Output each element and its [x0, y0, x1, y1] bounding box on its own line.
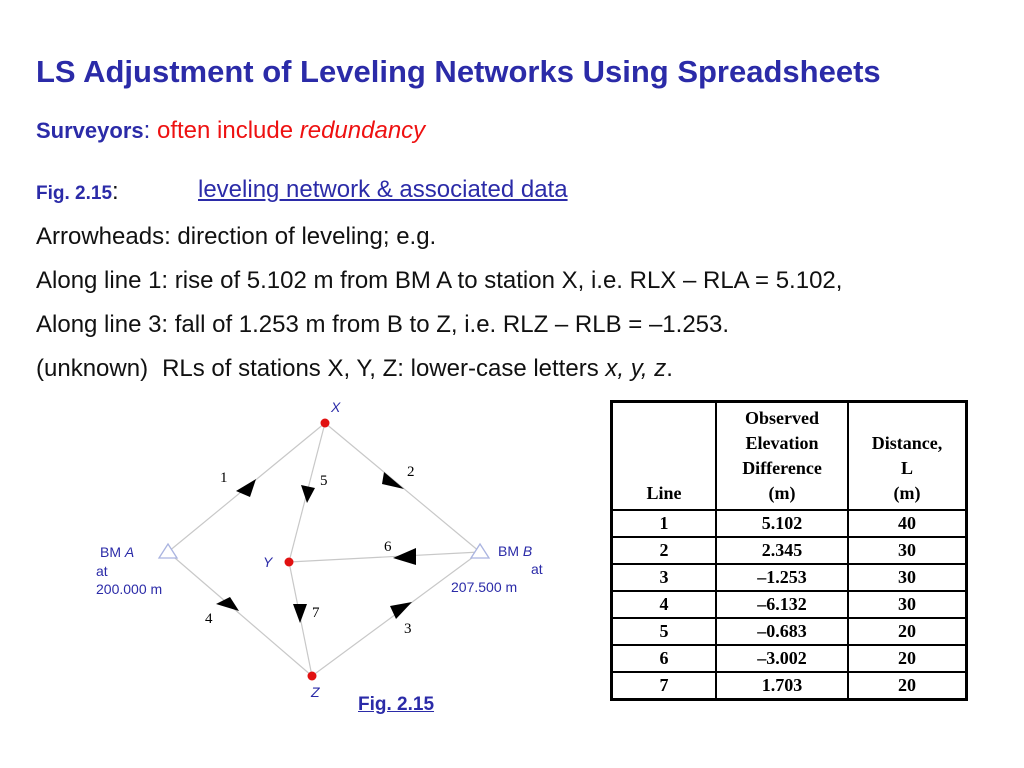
arrow-line-1: [236, 479, 256, 497]
station-y-label: Y: [263, 554, 274, 570]
station-y-point: [284, 557, 294, 567]
line-label-5: 5: [320, 473, 328, 489]
bm-a-label: BM A: [100, 544, 134, 560]
station-x-point: [320, 418, 330, 428]
subtitle-line: Surveyors: often include redundancy: [36, 117, 425, 145]
header-obs-3: Difference: [742, 458, 822, 478]
line-label-4: 4: [205, 611, 213, 627]
figure-caption: Fig. 2.15: [358, 694, 435, 715]
cell-observed: 2.345: [715, 536, 849, 565]
text-line-line3: Along line 3: fall of 1.253 m from B to …: [36, 311, 730, 338]
cell-distance: 30: [847, 590, 968, 619]
header-dist-1: Distance,: [871, 433, 943, 453]
cell-line: 2: [610, 536, 717, 565]
header-obs-1: Observed: [745, 408, 819, 428]
unknown-end: .: [666, 355, 673, 382]
cell-distance: 30: [847, 536, 968, 565]
network-line-4: [167, 551, 313, 677]
unknown-emphasis: x, y, z: [605, 355, 667, 382]
cell-distance: 40: [847, 509, 968, 538]
cell-observed: 5.102: [715, 509, 849, 538]
cell-observed: –0.683: [715, 617, 849, 646]
header-dist-2: L: [900, 458, 913, 478]
cell-observed: 1.703: [715, 671, 849, 701]
line-label-7: 7: [312, 605, 320, 621]
line-label-3: 3: [404, 621, 412, 637]
cell-line: 1: [610, 509, 717, 538]
station-z-label: Z: [310, 684, 320, 700]
cell-distance: 20: [847, 644, 968, 673]
bm-b-at: at: [531, 561, 543, 577]
slide-title: LS Adjustment of Leveling Networks Using…: [36, 54, 881, 89]
cell-distance: 30: [847, 563, 968, 592]
header-obs-2: Elevation: [745, 433, 819, 453]
subtitle-colon: :: [143, 117, 151, 144]
arrow-line-3: [390, 602, 412, 619]
line-label-2: 2: [407, 464, 415, 480]
arrow-line-6: [393, 548, 416, 565]
unknown-text: RLs of stations X, Y, Z: lower-case lett…: [162, 355, 606, 382]
figure-data-link[interactable]: leveling network & associated data: [198, 176, 568, 203]
station-z-point: [307, 671, 317, 681]
station-x-label: X: [330, 399, 341, 415]
figure-reference-colon: :: [112, 178, 119, 205]
bm-b-name: B: [523, 543, 532, 559]
subtitle-emphasis: redundancy: [299, 117, 426, 144]
subtitle-text: often include: [150, 117, 300, 144]
cell-observed: –3.002: [715, 644, 849, 673]
arrow-line-7: [293, 604, 307, 623]
cell-line: 6: [610, 644, 717, 673]
header-line: Line: [610, 400, 717, 511]
header-distance: Distance, L (m): [847, 400, 968, 511]
bm-b-elevation: 207.500 m: [451, 579, 517, 595]
network-line-6: [288, 551, 481, 563]
bm-a-name: A: [124, 544, 134, 560]
header-obs-4: (m): [768, 483, 796, 503]
arrow-line-5: [301, 485, 315, 503]
bm-b-label: BM B: [498, 543, 532, 559]
figure-reference-line: Fig. 2.15: leveling network & associated …: [36, 176, 568, 206]
leveling-network-diagram: 1 2 3 4 5 6 7 X Y Z BM A at 200.000 m BM…: [96, 399, 543, 700]
text-line-line1: Along line 1: rise of 5.102 m from BM A …: [36, 267, 843, 294]
cell-line: 3: [610, 563, 717, 592]
cell-line: 4: [610, 590, 717, 619]
network-line-2: [324, 422, 481, 553]
arrow-line-2: [382, 472, 404, 489]
bm-a-prefix: BM: [100, 544, 125, 560]
cell-observed: –6.132: [715, 590, 849, 619]
header-dist-3: (m): [893, 483, 921, 503]
text-line-unknown: (unknown) RLs of stations X, Y, Z: lower-…: [36, 355, 673, 383]
text-line-arrowheads: Arrowheads: direction of leveling; e.g.: [36, 223, 437, 250]
cell-observed: –1.253: [715, 563, 849, 592]
arrow-line-4: [216, 597, 239, 611]
cell-line: 5: [610, 617, 717, 646]
subtitle-key: Surveyors: [36, 118, 144, 143]
bm-b-prefix: BM: [498, 543, 523, 559]
unknown-prefix: (unknown): [36, 355, 149, 382]
benchmark-b-marker: [469, 542, 491, 559]
line-label-6: 6: [384, 539, 392, 555]
cell-line: 7: [610, 671, 717, 701]
bm-a-elevation: 200.000 m: [96, 581, 162, 597]
bm-a-at: at: [96, 563, 108, 579]
cell-distance: 20: [847, 671, 968, 701]
figure-reference-key: Fig. 2.15: [36, 183, 113, 204]
line-label-1: 1: [220, 470, 228, 486]
benchmark-a-marker: [157, 542, 179, 559]
cell-distance: 20: [847, 617, 968, 646]
